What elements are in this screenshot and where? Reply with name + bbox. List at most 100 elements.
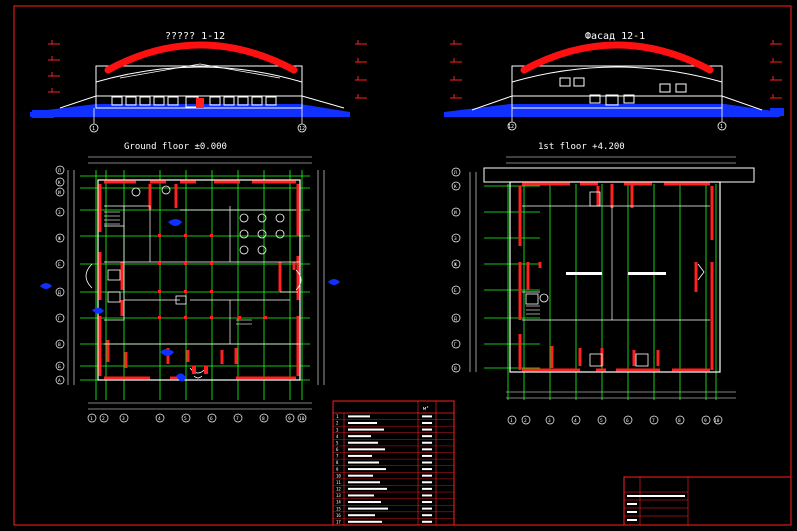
room-table-row-area (422, 448, 432, 451)
ground-col-axis-5: 5 (184, 416, 187, 422)
room-table-row-name (348, 501, 381, 504)
ground-row-axis-4: З (58, 210, 61, 216)
room-table-row-number: 1 (336, 414, 339, 419)
room-table-row-name (348, 468, 386, 471)
plan-first-floor: 1st floor +4.200 (451, 142, 755, 425)
first-col-axis-2: 2 (524, 418, 527, 424)
room-table-row-number: 9 (336, 467, 339, 472)
room-table-row-name (348, 481, 380, 484)
room-table-row-number: 5 (336, 440, 339, 445)
ground-col-axis-4: 4 (158, 416, 161, 422)
ground-row-axis-5: Ж (58, 236, 61, 242)
room-table-row-number: 17 (336, 520, 341, 525)
elevation-right-axis-1: 1 (720, 124, 723, 130)
first-row-axis-7: Д (454, 316, 457, 322)
room-table-row-number: 12 (336, 487, 341, 492)
ground-row-axis-7: Д (58, 290, 61, 296)
room-table-row-name (348, 461, 379, 464)
first-row-axis-5: Ж (454, 262, 457, 268)
room-table-row-name (348, 448, 385, 451)
room-table-row-name (348, 474, 373, 477)
room-table-row-area (422, 514, 432, 517)
ground-col-axis-6: 6 (210, 416, 213, 422)
room-table-row-number: 13 (336, 493, 341, 498)
first-row-axis-1: Л (454, 170, 457, 176)
first-col-axis-3: 3 (548, 418, 551, 424)
ground-col-axis-1: 1 (90, 416, 93, 422)
first-col-axis-1: 1 (510, 418, 513, 424)
room-table-row-area (422, 494, 432, 497)
room-table-row-area (422, 481, 432, 484)
first-col-axis-4: 4 (574, 418, 577, 424)
ground-col-axis-7: 7 (236, 416, 239, 422)
elevation-right-axis-12: 12 (508, 124, 514, 130)
title-block (623, 476, 792, 526)
room-table-row-number: 7 (336, 454, 339, 459)
first-col-axis-5: 5 (600, 418, 603, 424)
first-row-axis-9: В (454, 366, 457, 372)
room-table-row-area (422, 435, 432, 438)
plan-ground-title: Ground floor ±0.000 (124, 142, 227, 152)
first-col-axis-6: 6 (626, 418, 629, 424)
room-table-row-area (422, 468, 432, 471)
first-row-axis-3: И (454, 210, 457, 216)
room-table-row-number: 16 (336, 513, 341, 518)
room-table-row-area (422, 428, 432, 431)
first-col-axis-8: 8 (678, 418, 681, 424)
room-table-row-area (422, 454, 432, 457)
plan-ground-floor: Ground floor ±0.000 (40, 142, 340, 423)
first-col-axis-10: 10 (714, 418, 720, 424)
elevation-left-axis-12: 12 (299, 126, 305, 132)
ground-col-axis-10: 10 (299, 416, 305, 422)
room-table-row-number: 2 (336, 421, 339, 426)
room-table-row-name (348, 454, 372, 457)
elevation-right-title: Фасад 12-1 (585, 31, 645, 42)
room-table-row-name (348, 494, 374, 497)
room-table-row-number: 14 (336, 500, 341, 505)
first-row-axis-4: З (454, 236, 457, 242)
room-table-row-name (348, 421, 377, 424)
ground-row-axis-2: К (58, 180, 61, 186)
elevation-left-axis-1: 1 (92, 126, 95, 132)
ground-col-axis-9: 9 (288, 416, 291, 422)
room-table-row-area (422, 461, 432, 464)
room-table-row-area (422, 507, 432, 510)
ground-col-axis-8: 8 (262, 416, 265, 422)
room-table-row-number: 4 (336, 434, 339, 439)
room-table-row-area (422, 520, 432, 523)
room-table-row-name (348, 435, 371, 438)
first-col-axis-9: 9 (704, 418, 707, 424)
room-table-row-area (422, 415, 432, 418)
room-table-row-name (348, 520, 382, 523)
room-table-row-name (348, 415, 370, 418)
elevation-right: Фасад 12-1 12 1 (444, 31, 784, 131)
elevation-left-title: ????? 1-12 (165, 31, 225, 42)
room-table-row-number: 11 (336, 480, 341, 485)
plan-first-title: 1st floor +4.200 (538, 142, 625, 152)
room-table-row-area (422, 421, 432, 424)
room-table-row-number: 3 (336, 427, 339, 432)
first-col-axis-7: 7 (652, 418, 655, 424)
ground-col-axis-2: 2 (102, 416, 105, 422)
first-row-axis-2: К (454, 184, 457, 190)
room-table-row-number: 10 (336, 473, 341, 478)
room-table-row-name (348, 514, 375, 517)
first-row-axis-8: Г (454, 342, 457, 348)
room-table-row-number: 15 (336, 506, 341, 511)
ground-row-axis-6: Е (58, 262, 61, 268)
room-table-row-number: 8 (336, 460, 339, 465)
room-table-row-area (422, 501, 432, 504)
ground-row-axis-3: И (58, 190, 61, 196)
ground-row-axis-11: А (58, 378, 61, 384)
first-row-axis-6: Е (454, 288, 457, 294)
ground-row-axis-9: В (58, 342, 61, 348)
room-table-row-name (348, 487, 387, 490)
ground-row-axis-8: Г (58, 316, 61, 322)
room-table-row-name (348, 441, 378, 444)
ground-row-axis-10: Б (58, 364, 61, 370)
room-table-row-number: 6 (336, 447, 339, 452)
room-table-row-name (348, 507, 388, 510)
